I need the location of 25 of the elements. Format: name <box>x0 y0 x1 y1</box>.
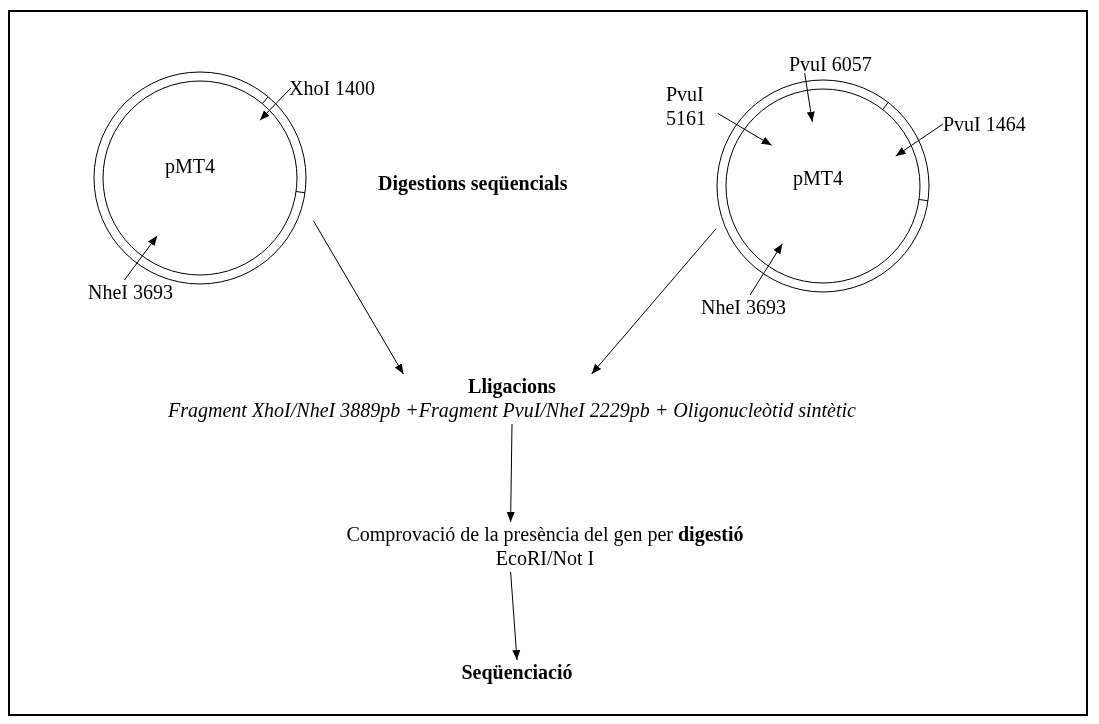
flow-arrow <box>591 228 717 375</box>
step-description: Fragment XhoI/NheI 3889pb +Fragment PvuI/NheI 2229pb + Oligonucleòtid sintètic <box>167 398 857 422</box>
leader-arrow <box>124 235 158 281</box>
leader-arrow <box>749 243 783 296</box>
enzyme-label: EcoRI/Not I <box>494 546 596 570</box>
plasmid-map <box>716 79 930 293</box>
leader-arrow <box>895 123 944 157</box>
flow-arrow <box>510 571 521 661</box>
step-heading: Lligacions <box>467 374 557 398</box>
step-heading: Digestions seqüencials <box>378 172 568 195</box>
restriction-site-label: PvuI 5161 <box>666 82 707 130</box>
flow-arrow <box>312 220 404 375</box>
restriction-site-label: NheI 3693 <box>701 295 787 319</box>
plasmid-name: pMT4 <box>792 166 844 190</box>
restriction-site-label: XhoI 1400 <box>289 76 377 100</box>
leader-arrow <box>259 87 292 121</box>
restriction-site-label: PvuI 1464 <box>943 112 1027 136</box>
leader-arrow <box>804 72 815 123</box>
flow-arrow <box>506 423 515 523</box>
step-heading: Seqüenciació <box>460 660 574 684</box>
restriction-site-label: NheI 3693 <box>88 280 174 304</box>
restriction-site-label: PvuI 6057 <box>789 52 873 76</box>
leader-arrow <box>717 113 773 146</box>
plasmid-name: pMT4 <box>164 154 216 178</box>
step-description: Comprovació de la presència del gen per digestió <box>345 522 745 546</box>
